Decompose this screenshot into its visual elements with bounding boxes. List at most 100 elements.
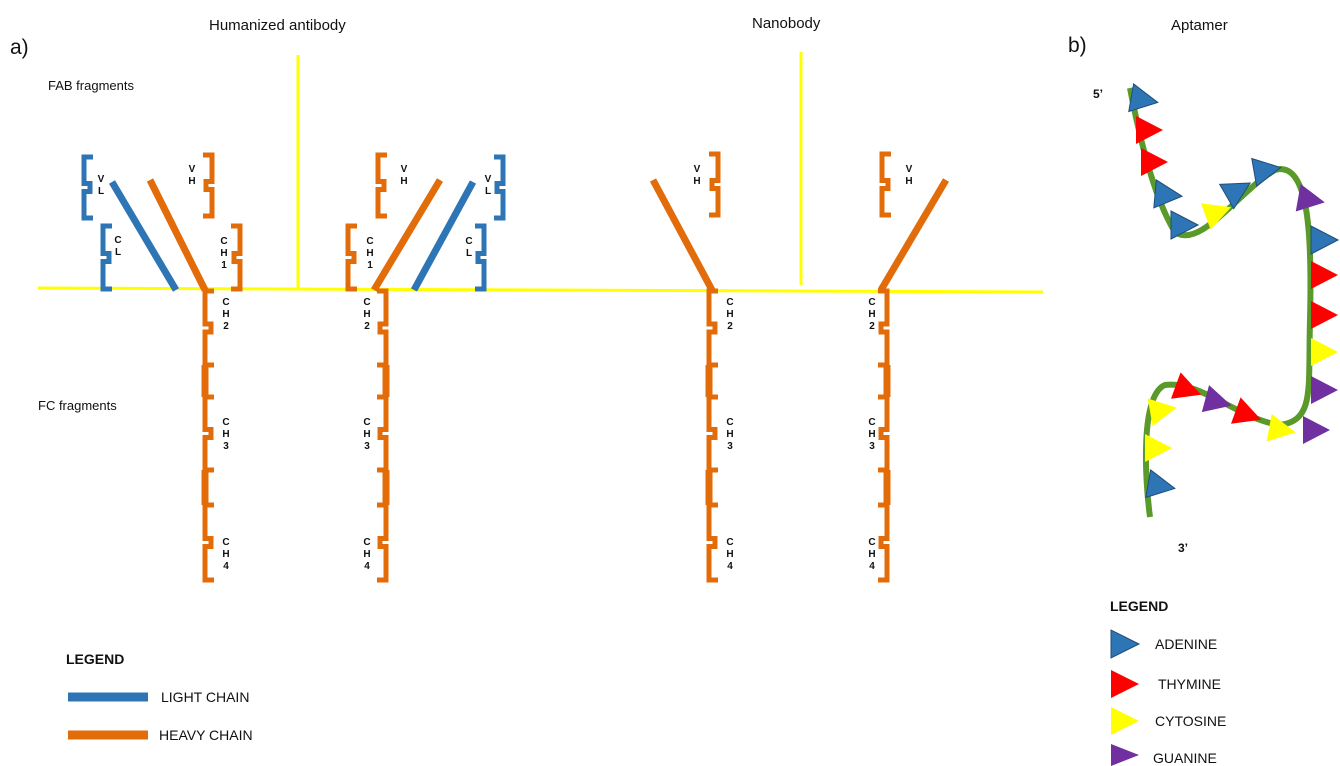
nanobody-left-fc-ch3-label-letter: H: [726, 429, 733, 440]
antibody-legend-title: LEGEND: [66, 651, 124, 667]
right-light-chain-arm: [410, 180, 477, 292]
left-fc-ch2-bracket: [202, 288, 214, 368]
left-fc-ch4-label-letter: 4: [223, 561, 229, 572]
left-fc-ch3-label-letter: H: [222, 429, 229, 440]
nanobody-right-fc-ch2-label-letter: C: [868, 297, 875, 308]
nanobody-right-fc-ch4-label-letter: 4: [869, 561, 875, 572]
nanobody-right-fc-ch3-label-letter: C: [868, 417, 875, 428]
light-chain-legend-label: LIGHT CHAIN: [161, 689, 249, 705]
right-vl-bracket: [494, 154, 506, 221]
left-fc-ch4-label-letter: H: [222, 549, 229, 560]
aptamer-base-thymine: [1311, 261, 1338, 289]
aptamer-base-cytosine: [1266, 413, 1296, 442]
left-cl-label-letter: C: [114, 235, 121, 246]
horizontal-divider: [37, 286, 1044, 294]
panel-a-label: a): [10, 36, 29, 59]
nanobody-left-vh-bracket: [709, 151, 721, 218]
left-fc-ch2-label-letter: C: [222, 297, 229, 308]
antibody-molecules: VLCLVHCH1CH2CH3CH4VHCH1VLCLCH2CH3CH4VHCH…: [81, 151, 950, 583]
aptamer-base-adenine: [1310, 225, 1340, 255]
guanine-legend-label: GUANINE: [1153, 750, 1217, 766]
right-vl-label-letter: L: [485, 186, 491, 197]
left-vl-bracket: [81, 154, 93, 221]
left-fc-ch3-label-letter: 3: [223, 441, 229, 452]
left-vh-bracket: [203, 152, 215, 219]
aptamer-base-cytosine: [1311, 338, 1338, 366]
aptamer-base-cytosine: [1147, 398, 1177, 427]
aptamer-base-thymine: [1311, 301, 1338, 329]
aptamer-base-adenine: [1145, 469, 1176, 499]
right-fc-ch3-label-letter: 3: [364, 441, 370, 452]
right-vh-label-letter: V: [401, 164, 408, 175]
right-fc-ch3-label-letter: H: [363, 429, 370, 440]
nanobody-left-fc-ch4-label-letter: C: [726, 537, 733, 548]
aptamer-base-cytosine: [1145, 434, 1172, 462]
right-fc-ch3-label-letter: C: [363, 417, 370, 428]
aptamer-base-thymine: [1141, 148, 1168, 176]
humanized-antibody-title: Humanized antibody: [209, 17, 346, 34]
right-ch1-label-letter: 1: [367, 260, 373, 271]
left-fc-ch3-bracket: [202, 394, 214, 473]
right-cl-label-letter: C: [465, 236, 472, 247]
right-fc-ch2-label-letter: 2: [364, 321, 370, 332]
aptamer-base-cytosine: [1200, 203, 1232, 230]
right-cl-label-letter: L: [466, 248, 472, 259]
fab-fragments-label: FAB fragments: [48, 78, 134, 93]
thymine-legend-label: THYMINE: [1158, 676, 1221, 692]
left-fc-ch2-label-letter: H: [222, 309, 229, 320]
left-fc-ch2-label-letter: 2: [223, 321, 229, 332]
nanobody-left-fc-ch2-label-letter: C: [726, 297, 733, 308]
aptamer-base-thymine: [1230, 397, 1262, 424]
nanobody-title: Nanobody: [752, 15, 821, 32]
right-vh-label-letter: H: [400, 176, 407, 187]
thymine-legend-icon: [1111, 670, 1139, 698]
nanobody-left-vh-label-letter: V: [694, 164, 701, 175]
aptamer-base-adenine: [1251, 157, 1282, 187]
nanobody-right-fc-ch3-label-letter: H: [868, 429, 875, 440]
left-ch1-bracket: [231, 223, 243, 292]
adenine-legend-label: ADENINE: [1155, 636, 1217, 652]
aptamer-base-adenine: [1218, 182, 1252, 210]
nanobody-right-fc-ch3-label-letter: 3: [869, 441, 875, 452]
nanobody-right-fc-ch4-label-letter: H: [868, 549, 875, 560]
panel-b-label: b): [1068, 34, 1087, 57]
nanobody-right-heavy-arm: [877, 178, 950, 292]
cytosine-legend-icon: [1111, 707, 1139, 735]
left-fc-ch3-label-letter: C: [222, 417, 229, 428]
nanobody-left-heavy-arm: [649, 178, 716, 292]
aptamer-title: Aptamer: [1171, 17, 1228, 34]
aptamer-base-guanine: [1295, 183, 1325, 212]
left-light-chain-arm: [108, 180, 180, 292]
nanobody-right-vh-label-letter: H: [905, 176, 912, 187]
aptamer-strand: [1127, 83, 1340, 518]
right-fc-ch4-label-letter: 4: [364, 561, 370, 572]
right-vl-label-letter: V: [485, 174, 492, 185]
right-fc-ch2-bracket: [377, 288, 389, 368]
aptamer-legend-title: LEGEND: [1110, 598, 1168, 614]
right-fc-ch4-bracket: [377, 502, 389, 583]
heavy-chain-legend-label: HEAVY CHAIN: [159, 727, 253, 743]
aptamer-base-adenine: [1170, 210, 1200, 240]
left-ch1-label-letter: H: [220, 248, 227, 259]
right-heavy-chain-arm: [370, 178, 444, 292]
aptamer-base-guanine: [1201, 385, 1232, 413]
right-fc-ch4-label-letter: C: [363, 537, 370, 548]
nanobody-left-fc-ch2-bracket: [706, 288, 718, 368]
nanobody-left-fc-ch2-label-letter: 2: [727, 321, 733, 332]
nanobody-left-fc-ch3-bracket: [706, 394, 718, 473]
left-vh-label-letter: H: [188, 176, 195, 187]
five-prime-label: 5’: [1093, 87, 1103, 101]
right-vh-bracket: [375, 152, 387, 219]
right-fc-ch2-label-letter: C: [363, 297, 370, 308]
aptamer-base-adenine: [1128, 83, 1159, 113]
nanobody-right-fc-ch2-label-letter: 2: [869, 321, 875, 332]
adenine-legend-icon: [1110, 629, 1141, 659]
nanobody-left-fc-ch4-bracket: [706, 502, 718, 583]
nanobody-right-fc-ch2-label-letter: H: [868, 309, 875, 320]
nanobody-right-fc-ch4-label-letter: C: [868, 537, 875, 548]
left-vh-label-letter: V: [189, 164, 196, 175]
nanobody-left-fc-ch3-label-letter: 3: [727, 441, 733, 452]
right-fc-ch3-bracket: [377, 394, 389, 473]
right-ch1-label-letter: C: [366, 236, 373, 247]
left-ch1-label-letter: 1: [221, 260, 227, 271]
